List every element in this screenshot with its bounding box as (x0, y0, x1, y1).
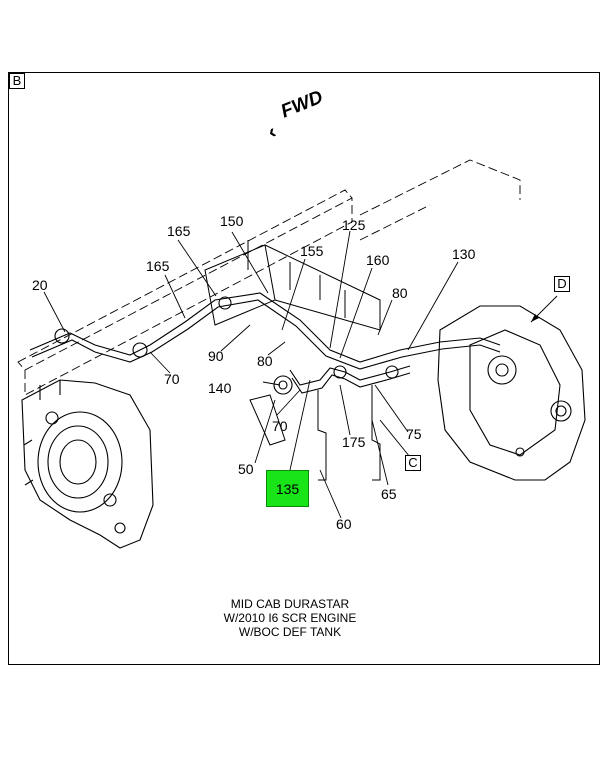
view-tag-b: B (9, 73, 25, 89)
view-d-arrow (531, 314, 539, 322)
diagram-frame (8, 72, 600, 665)
leader-lines (43, 230, 558, 519)
callout-130: 130 (452, 246, 476, 262)
caption-line: W/2010 I6 SCR ENGINE (223, 611, 357, 625)
caption-line: W/BOC DEF TANK (238, 625, 342, 639)
callout-175: 175 (342, 434, 366, 450)
callout-140: 140 (208, 380, 232, 396)
callout-80-center: 80 (257, 353, 273, 369)
callout-50: 50 (238, 461, 254, 477)
callout-80-right: 80 (392, 285, 408, 301)
callout-165-lower: 165 (146, 258, 170, 274)
callout-70-center: 70 (272, 418, 288, 434)
callout-135-highlight[interactable]: 135 (266, 470, 309, 507)
diagram-caption: MID CAB DURASTAR W/2010 I6 SCR ENGINE W/… (200, 597, 380, 639)
caption-line: MID CAB DURASTAR (230, 597, 350, 611)
callout-75: 75 (406, 426, 422, 442)
callout-150: 150 (220, 213, 244, 229)
callout-90: 90 (208, 348, 224, 364)
callout-60: 60 (336, 516, 352, 532)
view-tag-c: C (405, 455, 421, 471)
callout-165-upper: 165 (167, 223, 191, 239)
callout-160: 160 (366, 252, 390, 268)
callout-20: 20 (32, 277, 48, 293)
def-tank (437, 305, 586, 481)
view-tag-d: D (554, 276, 570, 292)
callout-70-left: 70 (164, 371, 180, 387)
callout-125: 125 (342, 217, 366, 233)
callout-65: 65 (381, 486, 397, 502)
frame-rail (17, 159, 521, 396)
callout-155: 155 (300, 243, 324, 259)
def-lines (29, 292, 501, 395)
flywheel-housing (21, 379, 154, 549)
